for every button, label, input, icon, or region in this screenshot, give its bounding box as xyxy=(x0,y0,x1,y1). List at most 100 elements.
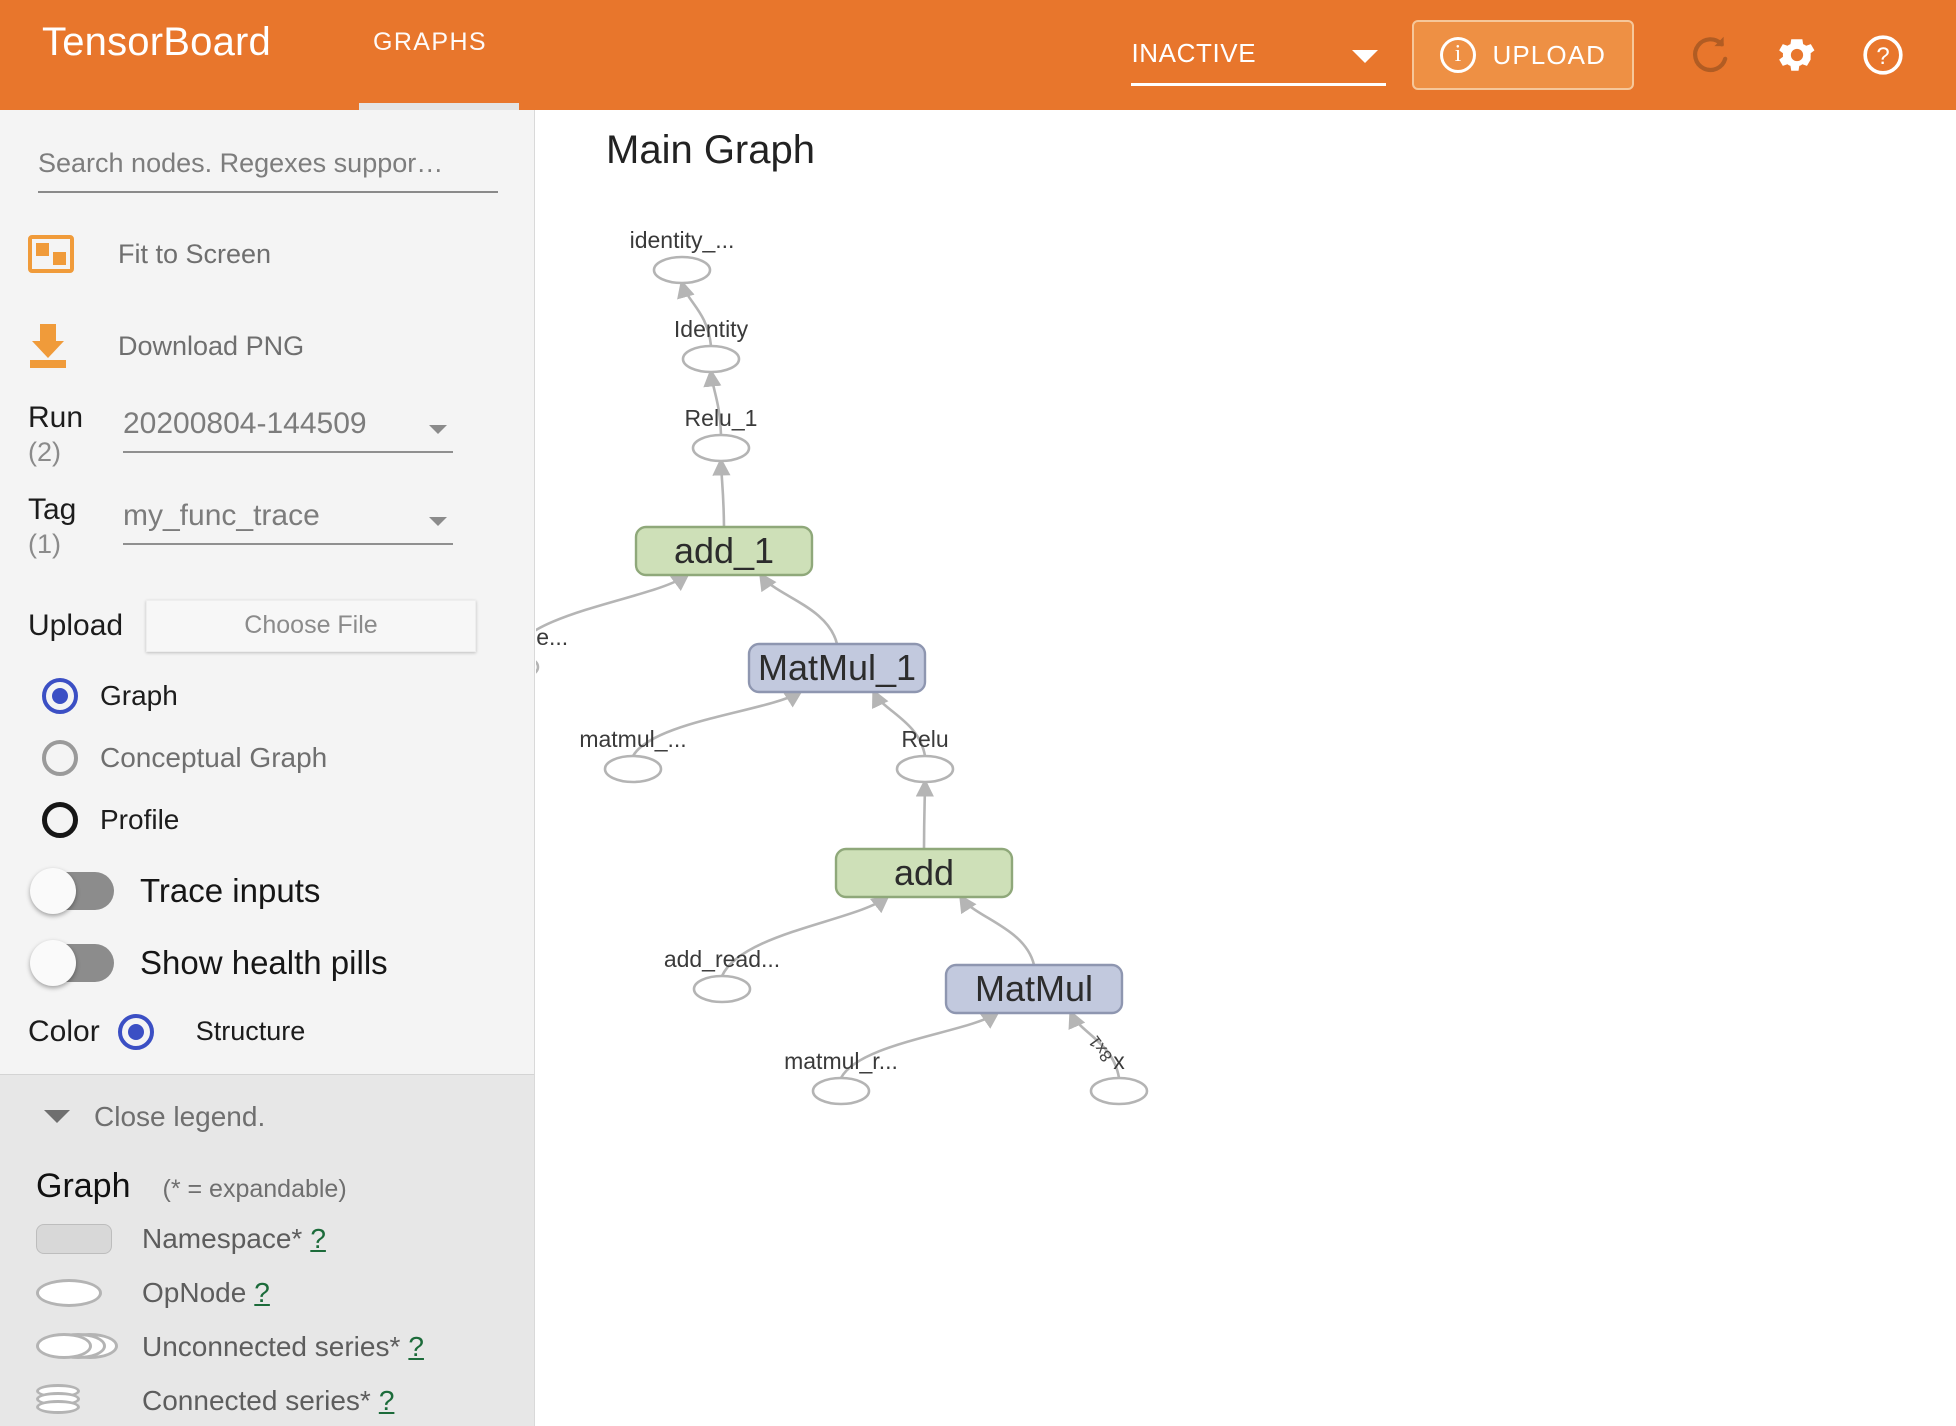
radio-graph-indicator xyxy=(42,677,78,714)
radio-structure-indicator[interactable] xyxy=(117,1013,154,1050)
graph-node-add_read[interactable]: add_read... xyxy=(664,946,780,1004)
tag-select[interactable]: my_func_trace xyxy=(123,499,453,546)
graph-node-matmul_w[interactable]: matmul_... xyxy=(579,726,687,784)
node-label: add_1 xyxy=(674,530,774,571)
graph-node-Relu_1[interactable]: Relu_1 xyxy=(685,405,758,463)
namespace-swatch-icon xyxy=(36,1223,132,1254)
radio-conceptual-graph[interactable]: Conceptual Graph xyxy=(42,739,534,776)
graph-edge xyxy=(677,279,713,347)
tab-active-underline xyxy=(359,103,519,110)
graph-node-identity_out[interactable]: identity_... xyxy=(630,227,735,285)
fit-to-screen-button[interactable]: Fit to Screen xyxy=(28,223,534,285)
graph-node-add_1_read[interactable]: add_1_re... xyxy=(536,624,568,680)
graph-node-add_1[interactable]: add_1 xyxy=(634,525,814,577)
upload-field: Upload Choose File xyxy=(28,599,534,652)
download-icon xyxy=(28,324,74,368)
close-legend-label: Close legend. xyxy=(94,1100,266,1132)
graph-node-Relu[interactable]: Relu xyxy=(895,726,955,784)
download-png-button[interactable]: Download PNG xyxy=(28,315,534,377)
chevron-down-icon xyxy=(429,517,447,527)
node-label: x xyxy=(1113,1048,1125,1074)
gear-icon[interactable] xyxy=(1774,32,1820,78)
radio-conceptual-graph-indicator xyxy=(42,739,78,776)
radio-profile-indicator xyxy=(42,801,78,838)
node-shape xyxy=(652,255,712,285)
graph-edge xyxy=(915,778,934,850)
node-label: Relu xyxy=(901,726,948,752)
legend-item-connected-series: Connected series* ? xyxy=(36,1380,534,1422)
node-shape xyxy=(691,433,751,463)
tab-graphs[interactable]: GRAPHS xyxy=(373,28,487,56)
graph-node-matmul_r[interactable]: matmul_r... xyxy=(784,1048,898,1106)
graph-node-MatMul[interactable]: MatMul xyxy=(944,963,1124,1015)
radio-graph-label: Graph xyxy=(100,679,178,711)
radio-profile-label: Profile xyxy=(100,803,180,835)
graph-edge xyxy=(958,893,1036,966)
toggle-trace-inputs[interactable]: Trace inputs xyxy=(30,867,534,914)
toggle-trace-inputs-label: Trace inputs xyxy=(140,871,321,909)
toggle-show-health-pills[interactable]: Show health pills xyxy=(30,939,534,986)
legend-item-unconnected-series: Unconnected series* ? xyxy=(36,1326,534,1368)
help-circle-icon[interactable]: ? xyxy=(1860,32,1906,78)
graph-edge xyxy=(720,894,890,977)
unconnected-series-swatch-icon xyxy=(36,1332,132,1362)
run-label-group: Run (2) xyxy=(28,401,123,469)
toggle-show-health-pills-label: Show health pills xyxy=(140,943,388,981)
graph-edge xyxy=(631,690,804,757)
graph-node-add[interactable]: add xyxy=(834,847,1014,899)
legend-help-unconnected-series[interactable]: ? xyxy=(408,1330,424,1362)
node-shape xyxy=(603,754,663,784)
legend-item-namespace-label: Namespace* xyxy=(142,1222,303,1254)
node-label: matmul_r... xyxy=(784,1048,898,1074)
page-title: Main Graph xyxy=(606,128,815,172)
node-shape xyxy=(692,974,752,1004)
chevron-down-icon xyxy=(429,425,447,434)
graph-edge xyxy=(712,457,731,528)
legend-help-namespace[interactable]: ? xyxy=(310,1222,326,1254)
legend-item-connected-series-label: Connected series* xyxy=(142,1384,371,1416)
fit-to-screen-icon xyxy=(28,235,74,273)
search-input[interactable] xyxy=(38,148,498,193)
color-option-row: Color Structure xyxy=(28,1013,534,1074)
node-label: MatMul_1 xyxy=(758,647,916,688)
legend-panel: Close legend. Graph (* = expandable) Nam… xyxy=(0,1073,534,1426)
status-dropdown[interactable]: INACTIVE xyxy=(1131,24,1387,86)
node-label: add_read... xyxy=(664,946,780,972)
node-label: MatMul xyxy=(975,968,1093,1009)
radio-structure-label: Structure xyxy=(195,1016,306,1046)
run-field: Run (2) 20200804-144509 xyxy=(28,401,534,469)
edge-label: 8x1 xyxy=(1085,1032,1117,1065)
radio-profile[interactable]: Profile xyxy=(42,801,534,838)
app-brand: TensorBoard xyxy=(42,20,271,64)
upload-label: Upload xyxy=(28,608,124,642)
toggle-trace-inputs-switch[interactable] xyxy=(30,867,114,914)
search-field-wrap xyxy=(38,148,498,193)
upload-button-label: UPLOAD xyxy=(1492,39,1606,70)
header-actions: INACTIVE i UPLOAD ? xyxy=(1131,0,1926,110)
run-count: (2) xyxy=(28,436,61,467)
toggle-show-health-pills-switch[interactable] xyxy=(30,939,114,986)
tag-count: (1) xyxy=(28,528,61,559)
refresh-icon[interactable] xyxy=(1688,32,1734,78)
legend-help-opnode[interactable]: ? xyxy=(254,1276,270,1308)
info-circle-icon: i xyxy=(1440,37,1477,73)
legend-item-opnode-label: OpNode xyxy=(142,1276,247,1308)
node-shape xyxy=(536,660,540,674)
run-select[interactable]: 20200804-144509 xyxy=(123,407,453,453)
graph-node-Identity[interactable]: Identity xyxy=(674,316,749,374)
fit-to-screen-label: Fit to Screen xyxy=(118,238,272,269)
svg-text:?: ? xyxy=(1876,43,1889,70)
choose-file-button[interactable]: Choose File xyxy=(146,599,476,652)
graph-edge xyxy=(703,368,723,436)
upload-button[interactable]: i UPLOAD xyxy=(1412,20,1634,90)
close-legend-button[interactable]: Close legend. xyxy=(44,1101,534,1133)
legend-help-connected-series[interactable]: ? xyxy=(378,1384,395,1416)
graph-node-x[interactable]: x xyxy=(1089,1048,1149,1106)
graph-edge xyxy=(872,688,927,757)
graph-node-MatMul_1[interactable]: MatMul_1 xyxy=(747,642,927,694)
radio-graph[interactable]: Graph xyxy=(42,677,534,714)
tag-label: Tag xyxy=(28,493,77,527)
